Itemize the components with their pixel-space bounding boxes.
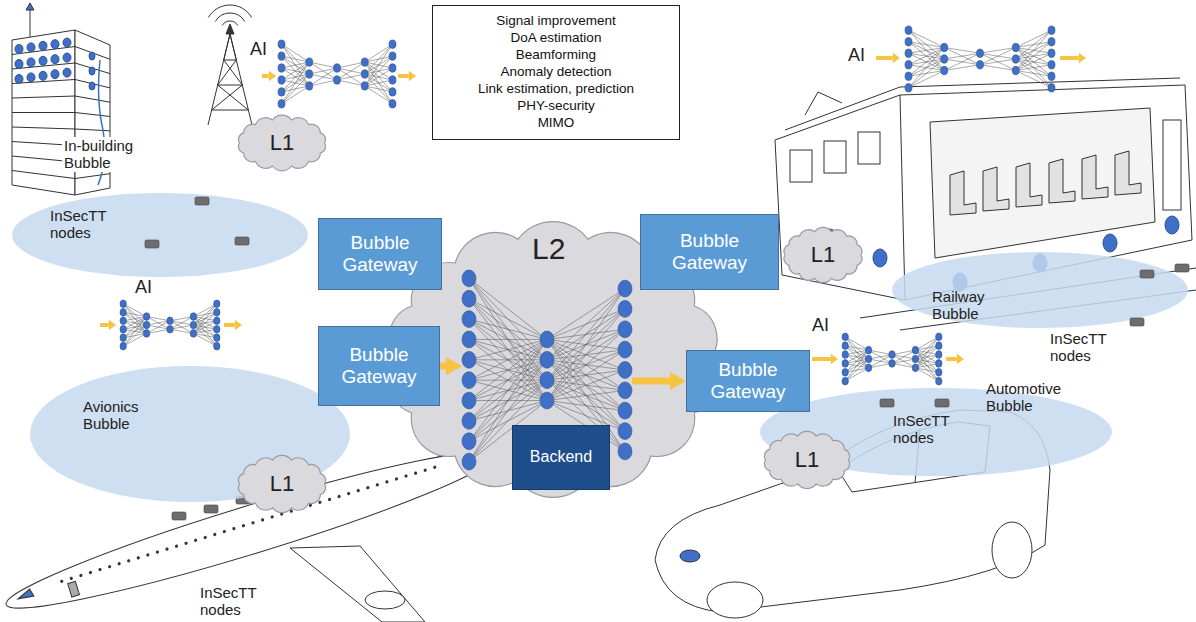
neural-network [120, 300, 220, 350]
gateway-box: Bubble Gateway [686, 350, 810, 412]
flow-arrowhead [109, 320, 116, 330]
function-list-box: Signal improvementDoA estimationBeamform… [432, 5, 680, 140]
flow-arrowhead [235, 320, 242, 330]
l1-cloud: L1 [232, 452, 332, 516]
node-text: Link estimation, prediction [478, 81, 634, 98]
sensor-node [1175, 264, 1189, 272]
flow-arrow [946, 357, 957, 361]
l1-cloud: L1 [232, 112, 332, 174]
ai-label: AI [250, 40, 267, 60]
neural-network [842, 333, 942, 385]
node-text: MIMO [538, 115, 575, 132]
sensor-node [1140, 270, 1154, 278]
ai-label: AI [812, 316, 829, 336]
node-label: Automotive Bubble [986, 380, 1072, 415]
flow-arrowhead [1079, 53, 1086, 63]
node-label: InSecTT nodes [200, 585, 272, 618]
sensor-node [1130, 318, 1144, 326]
node-text: DoA estimation [511, 30, 602, 47]
node-label: InSecTT nodes [50, 207, 122, 242]
node-text: L1 [270, 130, 294, 155]
flow-arrow [262, 74, 269, 78]
gateway-box: Bubble Gateway [318, 326, 440, 406]
neural-network [278, 40, 396, 108]
gateway-box: Bubble Gateway [640, 214, 779, 290]
flow-arrowhead [893, 53, 900, 63]
node-text: PHY-security [517, 98, 595, 115]
flow-arrowhead [831, 354, 838, 364]
flow-arrowhead [409, 71, 416, 81]
train-illustration [775, 78, 1196, 330]
node-text: L1 [811, 242, 835, 267]
flow-arrow [876, 56, 893, 60]
flow-arrow [224, 323, 235, 327]
flow-arrowhead [269, 71, 276, 81]
sensor-node [204, 505, 218, 513]
radio-tower [208, 5, 252, 125]
sensor-node [172, 512, 186, 520]
node-label: Avionics Bubble [83, 398, 158, 433]
node-label: InSecTT nodes [893, 412, 973, 447]
bubble-region: Railway BubbleInSecTT nodes [890, 248, 1196, 373]
node-label: InSecTT nodes [1050, 330, 1125, 365]
flow-arrow [398, 74, 409, 78]
node-text: Backend [530, 448, 592, 466]
backend-box: Backend [512, 425, 610, 490]
node-text: L1 [795, 447, 819, 472]
node-text: Bubble Gateway [692, 359, 804, 403]
node-text: Signal improvement [496, 13, 615, 30]
node-text: Anomaly detection [500, 64, 611, 81]
sensor-node [145, 240, 159, 248]
l1-cloud: L1 [778, 224, 868, 286]
l1-cloud: L1 [758, 428, 856, 492]
sensor-node [195, 197, 209, 205]
ai-label: AI [848, 46, 865, 66]
flow-arrow [100, 323, 109, 327]
node-label: L2 [532, 232, 565, 267]
flow-arrow [812, 357, 831, 361]
flow-arrowhead [957, 354, 964, 364]
ai-label: AI [135, 278, 152, 298]
node-label: In-building Bubble [62, 137, 166, 172]
flow-arrow [1060, 56, 1079, 60]
sensor-node [235, 237, 249, 245]
node-text: Bubble Gateway [324, 232, 436, 276]
node-label: Railway Bubble [932, 288, 1004, 323]
node-text: Bubble Gateway [324, 344, 434, 388]
node-text: Bubble Gateway [646, 230, 773, 274]
sensor-node [935, 399, 949, 407]
node-text: Beamforming [516, 47, 596, 64]
sensor-node [880, 399, 894, 407]
gateway-box: Bubble Gateway [318, 218, 442, 290]
neural-network [905, 26, 1055, 92]
node-text: L1 [270, 471, 294, 496]
